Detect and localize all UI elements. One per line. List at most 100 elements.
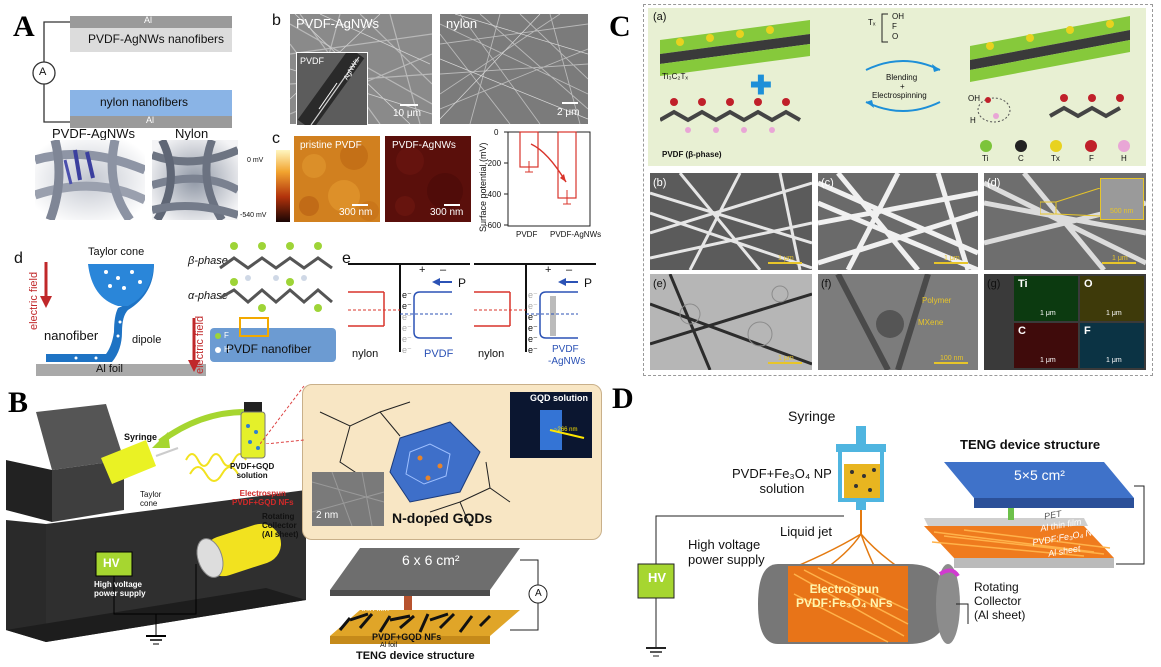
- scale-bar-c-f-text: 100 nm: [940, 355, 964, 362]
- al-thin-film-label-b: Al thin film: [352, 604, 389, 613]
- eds-scale-f: 1 μm: [1106, 357, 1122, 364]
- ammeter-a-label: A: [39, 66, 47, 78]
- scalebar-b1: [400, 104, 418, 106]
- e-electrons-2: e⁻e⁻e⁻e⁻e⁻e⁻: [528, 290, 538, 355]
- h-label: H: [970, 116, 976, 125]
- inset-callout-b: [260, 385, 305, 444]
- gqd-scale: 2 nm: [316, 510, 339, 521]
- eds-f-label: F: [1084, 325, 1091, 337]
- tx-oh: OH: [892, 12, 904, 21]
- hv-supply-label-b: High voltage power supply: [94, 580, 146, 598]
- al-bottom-label: Al: [146, 115, 155, 125]
- eds-f: [1080, 323, 1144, 368]
- blending-plus: +: [900, 82, 905, 91]
- ytick-200: -200: [485, 159, 502, 168]
- eds-c: [1014, 323, 1078, 368]
- atom-legend: [980, 140, 1130, 152]
- gqd-tem-image: [312, 472, 384, 526]
- colorbar: [276, 150, 290, 222]
- solution-label-d: PVDF+Fe₃O₄ NP solution: [732, 466, 832, 496]
- tx-label: Tₓ: [868, 18, 876, 27]
- e-electrons-1: e⁻e⁻e⁻e⁻e⁻e⁻: [402, 290, 412, 355]
- mxene-pvdf-structures: [660, 20, 810, 133]
- xcat-pvdf: PVDF: [516, 230, 538, 239]
- teng-label-d: TENG device structure: [960, 437, 1101, 452]
- scale-bar-c-b-text: 1 μm: [778, 255, 794, 262]
- e-minus-1: –: [440, 264, 447, 276]
- al-top-label: Al: [144, 15, 153, 25]
- sub-a-label: (a): [653, 11, 667, 23]
- eds-scale-c: 1 μm: [1040, 357, 1056, 364]
- legend-h: H: [1121, 154, 1127, 163]
- sub-e-label: (e): [653, 278, 667, 290]
- scalebar-b2-text: 2 μm: [557, 107, 580, 118]
- sub-c-letter: c: [272, 130, 280, 147]
- colorbar-top-label: 0 mV: [247, 157, 264, 164]
- e-pvdf-agnws-label-a: PVDF: [552, 344, 579, 355]
- legend-tx: Tx: [1051, 154, 1060, 163]
- kpfm-map-pvdf: [294, 136, 380, 222]
- tem-c-e: [650, 274, 812, 370]
- syringe-label-b: Syringe: [124, 432, 158, 442]
- panel-letter-a: A: [13, 10, 35, 43]
- al-foil-label-d: Al foil: [96, 363, 123, 375]
- scale-bar-c-c-text: 1 μm: [944, 255, 960, 262]
- panel-letter-c: C: [609, 10, 631, 43]
- scale-bar-c-e: [768, 362, 802, 364]
- liquid-jet-label: Liquid jet: [780, 524, 833, 539]
- mxene-tem-label: MXene: [918, 318, 944, 327]
- scale-bar-c-f: [934, 362, 968, 364]
- scale-bar-c-e-text: 1 μm: [778, 355, 794, 362]
- sem-nylon: [440, 14, 588, 124]
- scale-bar-c-d-inset-text: 500 nm: [1110, 208, 1134, 215]
- legend-f: F: [1089, 154, 1094, 163]
- beta-phase-label: β-phase: [188, 255, 228, 267]
- legend-f-label: F: [224, 331, 229, 340]
- pvdf-agnw-render: [35, 140, 145, 220]
- eds-ti: [1014, 276, 1078, 321]
- e-plus-2: +: [545, 264, 552, 276]
- blending-label: Blending: [886, 73, 918, 82]
- scale-bar-c-d-text: 1 μm: [1112, 255, 1128, 262]
- process-arrows: [865, 60, 941, 112]
- sub-b-letter: b: [272, 12, 281, 29]
- kpfm-map-agnws: [385, 136, 471, 222]
- alpha-phase-label: α-phase: [188, 290, 228, 302]
- scalebar-b1-text: 10 μm: [393, 108, 421, 119]
- scale-bar-c-c: [934, 262, 968, 264]
- teng-device-d: [924, 462, 1145, 568]
- ytick-600: -600: [485, 221, 502, 230]
- nfs-label-b: PVDF+GQD NFs: [372, 632, 442, 642]
- render-right-label: Nylon: [175, 126, 209, 141]
- green-arrow-b: [152, 409, 246, 448]
- pvdf-agnw-layer-label: PVDF-AgNWs nanofibers: [88, 32, 225, 46]
- panel-letter-d: D: [612, 382, 634, 415]
- electrospun-label-b: Electrospun PVDF+GQD NFs: [232, 489, 294, 507]
- sub-g-label: (g): [987, 278, 1001, 290]
- al-bottom-electrode: [70, 116, 232, 128]
- wavelength-label: ~266 nm: [554, 427, 578, 433]
- sub-e-letter: e: [342, 250, 351, 267]
- scalebar-b2: [562, 102, 578, 104]
- sem-inset: [296, 52, 368, 126]
- hv-supply-label-d: High voltage power supply: [688, 537, 765, 567]
- scalebar-c1-text: 300 nm: [339, 207, 373, 218]
- render-left-label: PVDF-AgNWs: [52, 126, 136, 141]
- electrospinning-label: Electrospinning: [872, 91, 927, 100]
- eds-scale-ti: 1 μm: [1040, 310, 1056, 317]
- sem-c-c: [818, 173, 978, 270]
- colorbar-bottom-label: -540 mV: [240, 212, 267, 219]
- e-pvdf-agnws-label-b: -AgNWs: [548, 356, 586, 367]
- scalebar-c2-text: 300 nm: [430, 207, 464, 218]
- eds-o: [1080, 276, 1144, 321]
- surface-potential-plot: [504, 131, 591, 227]
- hv-label-d: HV: [648, 570, 667, 585]
- gqd-solution-label: GQD solution: [530, 393, 588, 403]
- e-nylon-label-1: nylon: [352, 348, 379, 360]
- vial-b: [240, 402, 266, 459]
- composite-structure: [970, 16, 1130, 123]
- e-minus-2: –: [566, 264, 573, 276]
- collector-label-b: Rotating Collector (Al sheet): [262, 512, 299, 539]
- pvdf-nanofiber-diagram: [188, 317, 336, 372]
- syringe-label-d: Syringe: [788, 408, 836, 424]
